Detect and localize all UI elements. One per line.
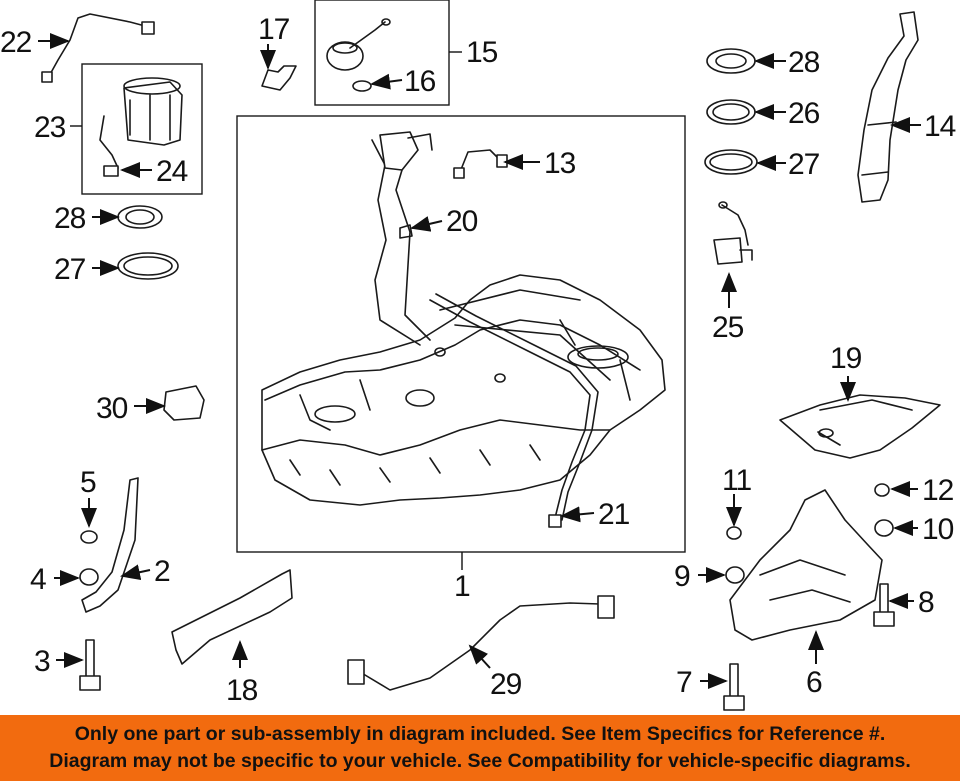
callout-3: 3 — [34, 645, 50, 678]
callout-11: 11 — [722, 464, 751, 497]
callout-7: 7 — [676, 666, 692, 699]
hose-13 — [459, 149, 501, 173]
ring-26-inner — [712, 103, 750, 121]
callout-4: 4 — [30, 563, 46, 596]
fuel-level-sender — [713, 201, 753, 265]
callout-21: 21 — [598, 498, 630, 531]
fuel-pump-module — [99, 77, 183, 177]
callout-20: 20 — [446, 205, 478, 238]
callout-22: 22 — [0, 26, 32, 59]
callout-9: 9 — [674, 560, 690, 593]
seal-27-right-inner — [709, 153, 753, 171]
harness-29-connector-left — [347, 659, 365, 685]
callout-8: 8 — [918, 586, 934, 619]
callout-19: 19 — [830, 342, 862, 375]
strap-18 — [171, 569, 293, 665]
lock-ring-28-left-inner — [125, 209, 155, 225]
bolt-12 — [874, 483, 890, 497]
callout-10: 10 — [922, 513, 954, 546]
hose-13-end — [453, 167, 465, 179]
vent-line-outer — [435, 293, 599, 521]
callout-5: 5 — [80, 466, 96, 499]
callout-18: 18 — [226, 674, 258, 707]
callout-12: 12 — [922, 474, 954, 507]
callout-6: 6 — [806, 666, 822, 699]
disclaimer-line-2: Diagram may not be specific to your vehi… — [49, 750, 911, 772]
callout-27-right: 27 — [788, 148, 820, 181]
bolt-8 — [873, 583, 895, 627]
filler-neck-hose — [371, 131, 433, 346]
shield-6-ribs — [759, 559, 851, 603]
callout-25: 25 — [712, 311, 744, 344]
callout-28-left: 28 — [54, 202, 86, 235]
harness-29 — [359, 602, 601, 691]
bolt-7 — [723, 663, 745, 711]
disclaimer-banner: Only one part or sub-assembly in diagram… — [0, 715, 960, 781]
shield-19-hole — [818, 428, 834, 438]
pump-assembly-box — [81, 63, 203, 195]
heat-shield — [857, 11, 919, 203]
hose-22 — [47, 13, 146, 79]
callout-2: 2 — [154, 555, 170, 588]
callout-17: 17 — [258, 13, 290, 46]
harness-29-connector-right — [597, 595, 615, 619]
nut-4 — [79, 568, 99, 586]
lock-ring-28-right — [706, 48, 756, 74]
bolt-11 — [726, 526, 742, 540]
callout-15: 15 — [466, 36, 498, 69]
disclaimer-line-1: Only one part or sub-assembly in diagram… — [74, 723, 886, 745]
fuel-tank — [261, 274, 666, 506]
callout-27-left: 27 — [54, 253, 86, 286]
fuel-system-exploded-diagram: 22 17 15 16 23 24 28 27 13 20 28 26 27 1… — [0, 0, 957, 711]
bracket-2 — [81, 477, 139, 613]
callout-29: 29 — [490, 668, 522, 701]
callout-23: 23 — [34, 111, 66, 144]
shield-19-detail — [817, 399, 913, 446]
callout-14: 14 — [924, 110, 956, 143]
vent-line — [429, 299, 591, 519]
bolt-3 — [79, 639, 101, 691]
callout-28-right: 28 — [788, 46, 820, 79]
filler-cap — [326, 18, 391, 92]
fuel-tank-assembly-box — [236, 115, 686, 553]
vent-line-connector — [548, 514, 562, 528]
hose-22-end — [41, 71, 53, 83]
callout-16: 16 — [404, 65, 436, 98]
leader-arrows — [38, 33, 921, 689]
module-30 — [163, 385, 205, 421]
bolt-5 — [80, 530, 98, 544]
shield-6 — [729, 489, 883, 641]
seal-27-left-inner — [123, 256, 173, 276]
callout-1: 1 — [454, 570, 470, 603]
callout-13: 13 — [544, 147, 576, 180]
callout-26: 26 — [788, 97, 820, 130]
clip-17 — [261, 65, 297, 91]
hose-22-connector — [141, 21, 155, 35]
shield-19 — [779, 394, 941, 459]
callout-24: 24 — [156, 155, 188, 188]
callout-labels: 22 17 15 16 23 24 28 27 13 20 28 26 27 1… — [0, 13, 957, 707]
lock-ring-28-right-inner — [715, 53, 747, 69]
callout-30: 30 — [96, 392, 128, 425]
nut-9 — [725, 566, 745, 584]
nut-10 — [874, 519, 894, 537]
